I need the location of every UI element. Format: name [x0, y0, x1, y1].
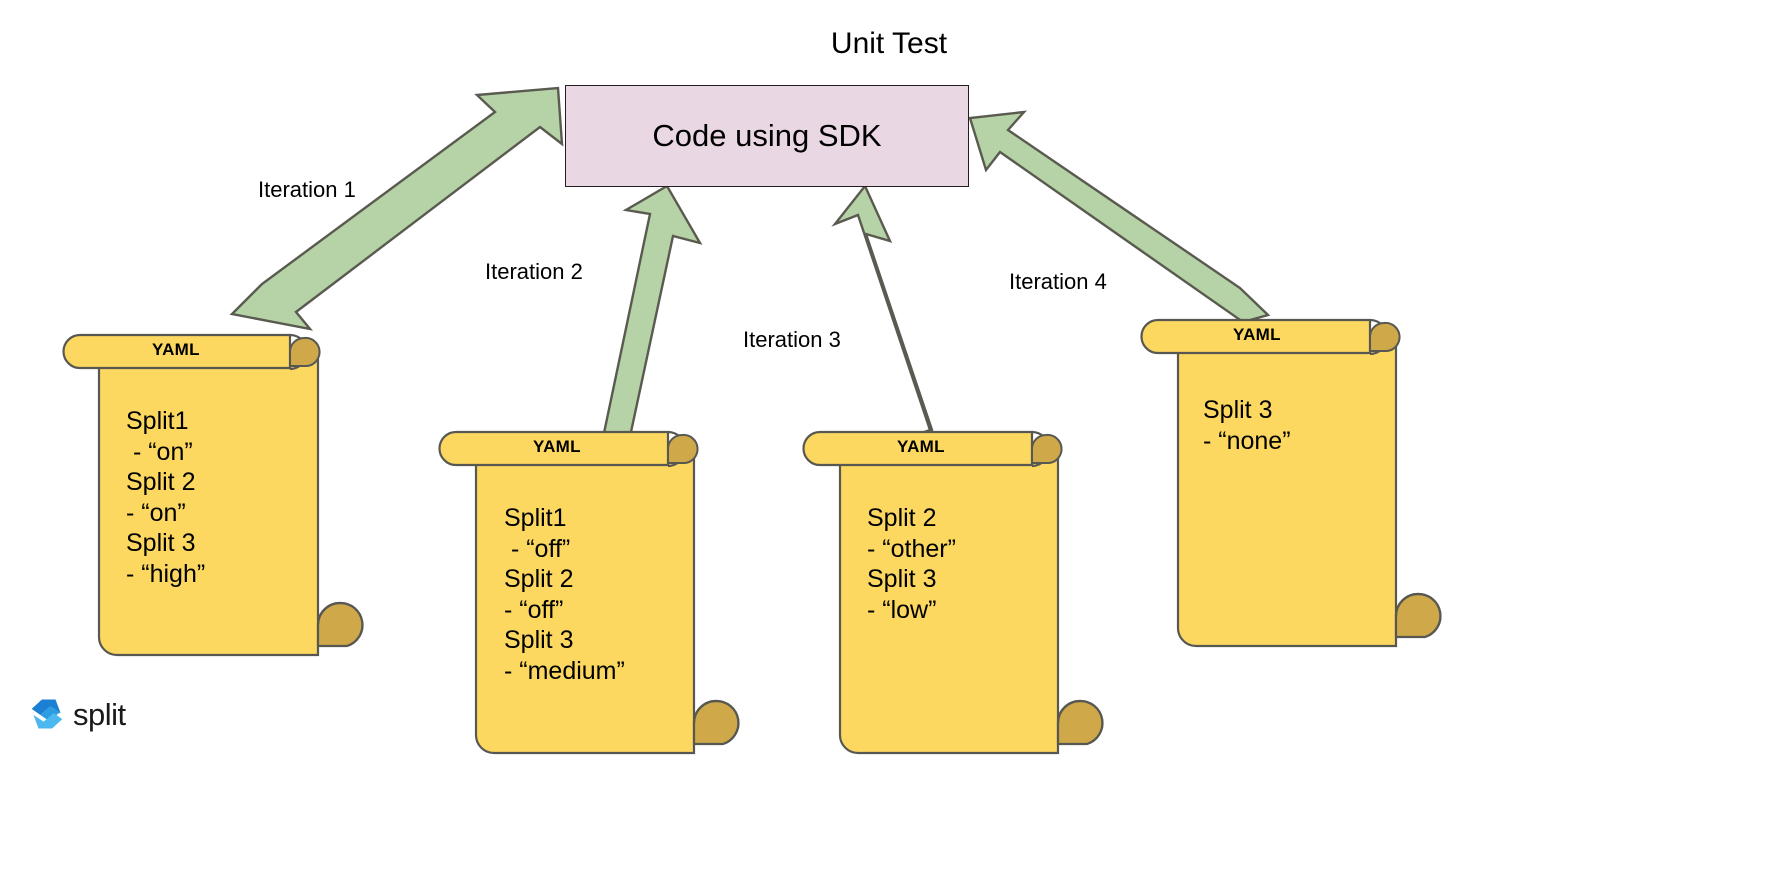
yaml-scroll-4-body: Split 3 - “none” — [1203, 396, 1291, 455]
yaml-scroll-2-title: YAML — [533, 437, 581, 456]
yaml-scroll-3-title: YAML — [897, 437, 945, 456]
yaml-scroll-1-body: Split1 - “on” Split 2 - “on” Split 3 - “… — [126, 407, 206, 588]
yaml-scroll-1-title: YAML — [152, 340, 200, 359]
split-chevron-icon — [31, 699, 63, 729]
arrow-iteration-3 — [831, 183, 934, 449]
iteration-label-2: Iteration 2 — [485, 259, 583, 284]
arrow-iteration-2 — [567, 184, 703, 464]
sdk-box-label: Code using SDK — [652, 118, 882, 153]
yaml-scroll-3-body: Split 2 - “other” Split 3 - “low” — [867, 504, 956, 624]
sdk-box: Code using SDK — [565, 85, 969, 187]
yaml-scroll-4-title: YAML — [1233, 325, 1281, 344]
yaml-scroll-1 — [62, 333, 364, 657]
split-logo-text: split — [73, 696, 126, 732]
iteration-label-3: Iteration 3 — [743, 327, 841, 352]
yaml-scroll-2-body: Split1 - “off” Split 2 - “off” Split 3 -… — [504, 504, 625, 685]
yaml-scroll-4 — [1140, 318, 1442, 648]
arrow-iteration-1 — [229, 86, 564, 331]
iteration-label-1: Iteration 1 — [258, 177, 356, 202]
page-title: Unit Test — [830, 27, 948, 60]
split-logo: split — [30, 690, 150, 738]
iteration-label-4: Iteration 4 — [1009, 269, 1107, 294]
